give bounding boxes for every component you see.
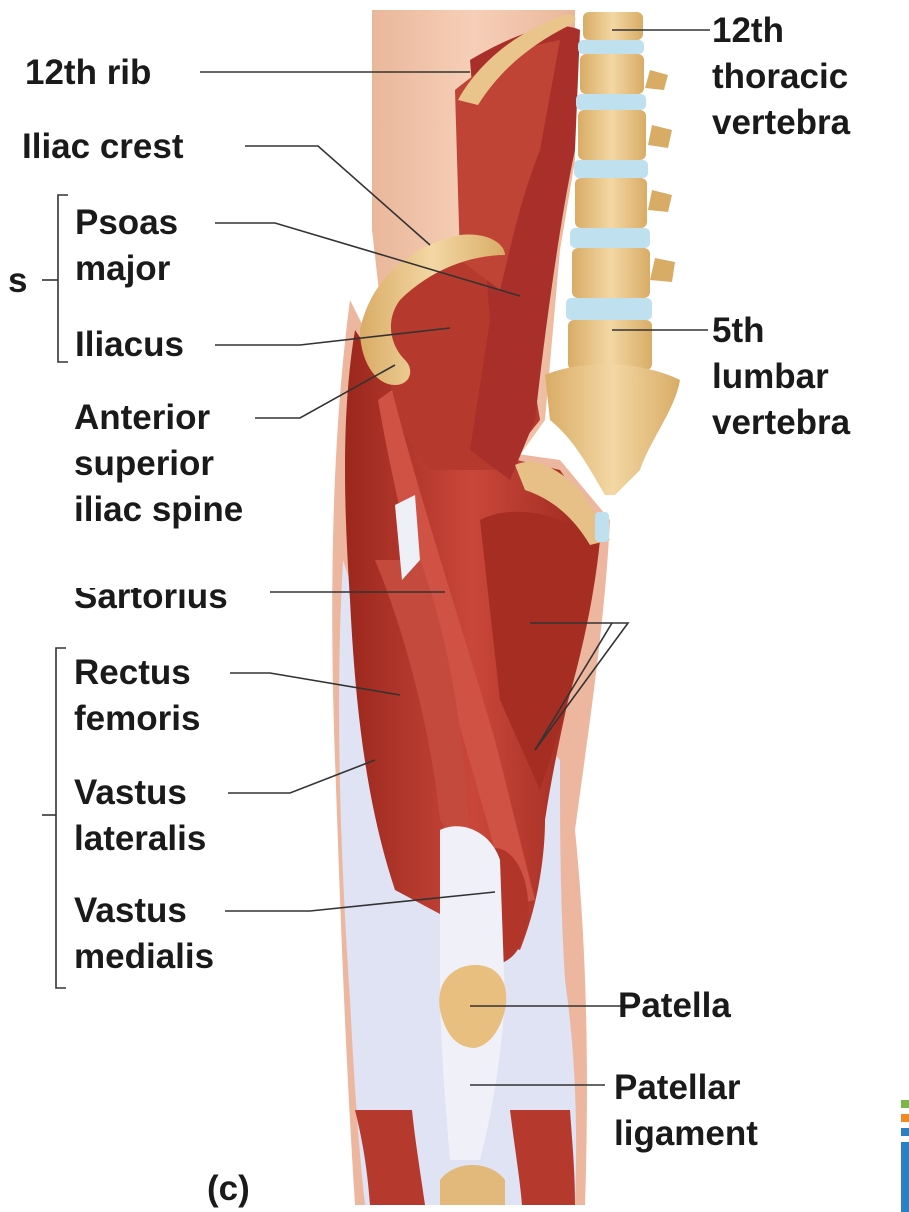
label-lv-line1: 5th	[712, 308, 850, 354]
label-sartorius-mask	[70, 570, 270, 588]
label-rectus-line2: femoris	[74, 696, 200, 742]
label-iliacus: Iliacus	[75, 322, 184, 368]
label-12th-rib: 12th rib	[25, 50, 151, 96]
adductor-label-mask	[640, 600, 760, 620]
label-asis: Anterior superior iliac spine	[74, 395, 243, 533]
panel-label: (c)	[207, 1166, 250, 1212]
label-tv-line1: 12th	[712, 8, 850, 54]
pubic-disc	[595, 512, 609, 542]
corner-stripes-icon	[897, 1100, 909, 1212]
label-vastus-lateralis: Vastus lateralis	[74, 770, 206, 862]
label-vastus-medialis: Vastus medialis	[74, 888, 214, 980]
label-lv-line2: lumbar	[712, 354, 850, 400]
label-5th-lumbar-vertebra: 5th lumbar vertebra	[712, 308, 850, 446]
label-psoas-major: Psoas major	[75, 200, 178, 292]
label-vm-line1: Vastus	[74, 888, 214, 934]
label-tv-line3: vertebra	[712, 100, 850, 146]
label-asis-line1: Anterior	[74, 395, 243, 441]
label-asis-line2: superior	[74, 441, 243, 487]
label-vl-line1: Vastus	[74, 770, 206, 816]
label-tv-line2: thoracic	[712, 54, 850, 100]
label-iliac-crest: Iliac crest	[22, 124, 184, 170]
label-psoas-line1: Psoas	[75, 200, 178, 246]
label-asis-line3: iliac spine	[74, 487, 243, 533]
vertebral-column	[566, 12, 675, 370]
label-patella: Patella	[618, 983, 731, 1029]
label-patellar-ligament: Patellar ligament	[614, 1065, 758, 1157]
label-iliopsoas-fragment: s	[8, 258, 27, 304]
label-pl-line1: Patellar	[614, 1065, 758, 1111]
label-rectus-femoris: Rectus femoris	[74, 650, 200, 742]
label-vl-line2: lateralis	[74, 816, 206, 862]
label-lv-line3: vertebra	[712, 400, 850, 446]
label-12th-thoracic-vertebra: 12th thoracic vertebra	[712, 8, 850, 146]
label-pl-line2: ligament	[614, 1111, 758, 1157]
label-psoas-line2: major	[75, 246, 178, 292]
brackets	[42, 195, 68, 988]
label-rectus-line1: Rectus	[74, 650, 200, 696]
label-vm-line2: medialis	[74, 934, 214, 980]
